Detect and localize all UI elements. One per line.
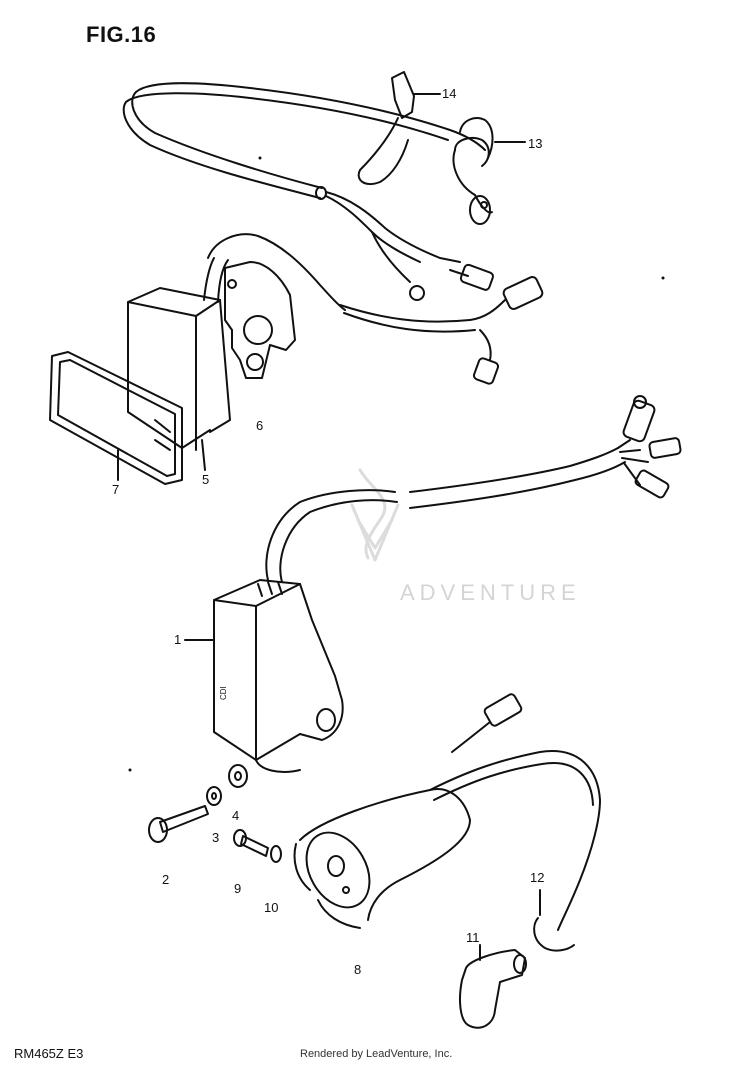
callout-7: 7 (112, 482, 119, 497)
part-2-bolt (148, 805, 209, 843)
callout-14: 14 (442, 86, 456, 101)
render-credit: Rendered by LeadVenture, Inc. (300, 1048, 453, 1060)
watermark-text: ADVENTURE (400, 580, 581, 605)
part-13-switch (452, 117, 526, 225)
cdi-harness (265, 439, 649, 583)
part-12-clip (533, 889, 575, 952)
part-4-washer (228, 764, 248, 788)
callout-13: 13 (528, 136, 542, 151)
callout-3: 3 (212, 830, 219, 845)
callout-2: 2 (162, 872, 169, 887)
svg-text:CDI: CDI (219, 686, 228, 700)
callout-1: 1 (174, 632, 181, 647)
callout-11: 11 (466, 930, 480, 945)
part-6-plate (203, 233, 346, 379)
callout-10: 10 (264, 900, 278, 915)
figure-title: FIG.16 (86, 22, 157, 47)
callout-6: 6 (256, 418, 263, 433)
part-3-lockwasher (206, 786, 222, 806)
part-11-plug-cap (459, 944, 527, 1029)
callout-8: 8 (354, 962, 361, 977)
part-1-cdi-unit: CDI (184, 579, 344, 773)
part-7-strap (49, 351, 183, 485)
part-14-clip (357, 71, 441, 186)
cdi-connectors (622, 395, 682, 499)
coil-cables (429, 693, 601, 931)
part-8-coil (293, 788, 471, 929)
part-9-bolt (233, 829, 269, 857)
watermark-logo (350, 468, 400, 562)
part-10-washer (270, 845, 282, 863)
model-label: RM465Z E3 (14, 1046, 84, 1061)
callout-5: 5 (202, 472, 209, 487)
upper-connectors (469, 276, 544, 385)
callout-4: 4 (232, 808, 239, 823)
upper-harness (122, 82, 494, 333)
callout-12: 12 (530, 870, 544, 885)
callouts: 1 2 3 4 5 6 7 8 9 10 11 12 13 14 (112, 86, 544, 977)
callout-9: 9 (234, 881, 241, 896)
stray-marks (128, 156, 665, 772)
part-5-box (127, 287, 231, 471)
